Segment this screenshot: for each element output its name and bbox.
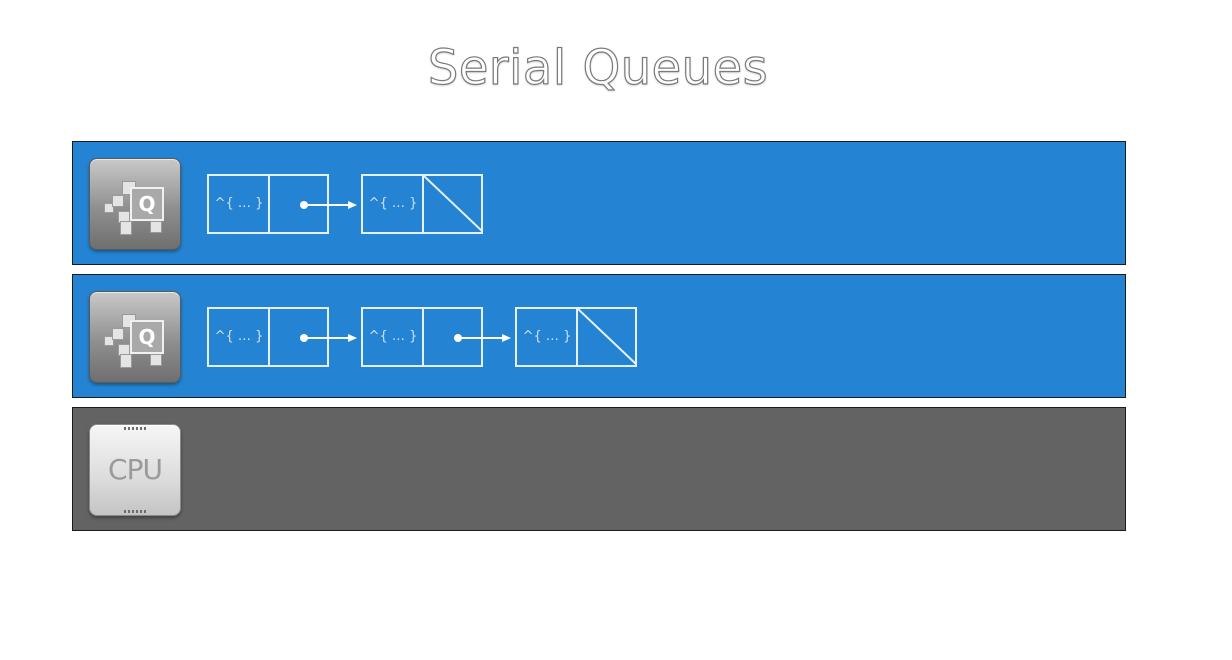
queue-icon: Q <box>89 158 181 250</box>
block-code-label: ^{ … } <box>368 329 418 344</box>
block-node: ^{ … } <box>515 307 637 367</box>
queue-icon-letter: Q <box>130 320 164 354</box>
block-code-label: ^{ … } <box>214 329 264 344</box>
block-code-label: ^{ … } <box>214 196 264 211</box>
cpu-label: CPU <box>108 453 163 486</box>
null-terminator-icon <box>578 309 637 365</box>
block-node: ^{ … } <box>361 174 483 234</box>
pointer-dot <box>300 334 308 342</box>
next-pointer-arrow <box>459 334 511 342</box>
cpu-icon: CPU <box>89 424 181 516</box>
queue-icon-letter: Q <box>130 187 164 221</box>
next-pointer-arrow <box>305 334 357 342</box>
block-code-label: ^{ … } <box>522 329 572 344</box>
diagram-title: Serial Queues <box>427 39 769 96</box>
cpu-pins-icon <box>124 427 146 430</box>
pointer-dot <box>454 334 462 342</box>
queue-icon: Q <box>89 291 181 383</box>
cpu-pins-icon <box>124 510 146 513</box>
queue-lane-2: Q ^{ … } ^{ … } ^{ … } <box>72 274 1126 398</box>
cpu-lane: CPU <box>72 407 1126 531</box>
next-pointer-arrow <box>305 201 357 209</box>
queue-lane-1: Q ^{ … } ^{ … } <box>72 141 1126 265</box>
pointer-dot <box>300 201 308 209</box>
null-terminator-icon <box>424 176 483 232</box>
block-code-label: ^{ … } <box>368 196 418 211</box>
